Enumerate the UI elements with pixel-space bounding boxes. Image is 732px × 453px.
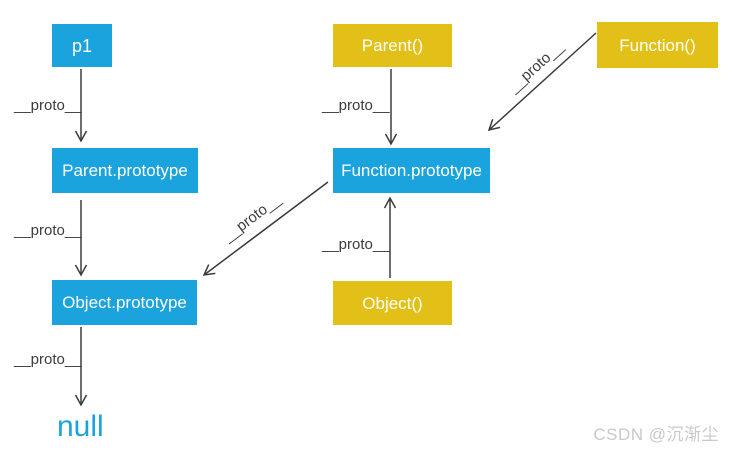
node-object-constructor: Object() <box>333 281 452 325</box>
node-p1: p1 <box>52 24 112 67</box>
proto-label-function-constructor: __proto__ <box>505 38 567 96</box>
proto-label-parent-prototype: __proto__ <box>14 222 82 239</box>
node-function-constructor: Function() <box>597 22 718 68</box>
node-null: null <box>57 410 104 443</box>
proto-label-function-prototype: __proto__ <box>219 190 285 246</box>
proto-label-parent-constructor: __proto__ <box>322 97 390 114</box>
proto-label-object-constructor: __proto__ <box>322 236 390 253</box>
proto-label-p1: __proto__ <box>14 97 82 114</box>
arrow-function-to-function-prototype <box>487 32 597 132</box>
proto-label-object-prototype: __proto__ <box>14 351 82 368</box>
node-object-prototype: Object.prototype <box>52 280 197 325</box>
node-parent-prototype: Parent.prototype <box>52 148 198 193</box>
node-function-prototype: Function.prototype <box>333 148 490 193</box>
node-parent-constructor: Parent() <box>333 24 452 67</box>
csdn-watermark: CSDN @沉渐尘 <box>593 425 719 444</box>
